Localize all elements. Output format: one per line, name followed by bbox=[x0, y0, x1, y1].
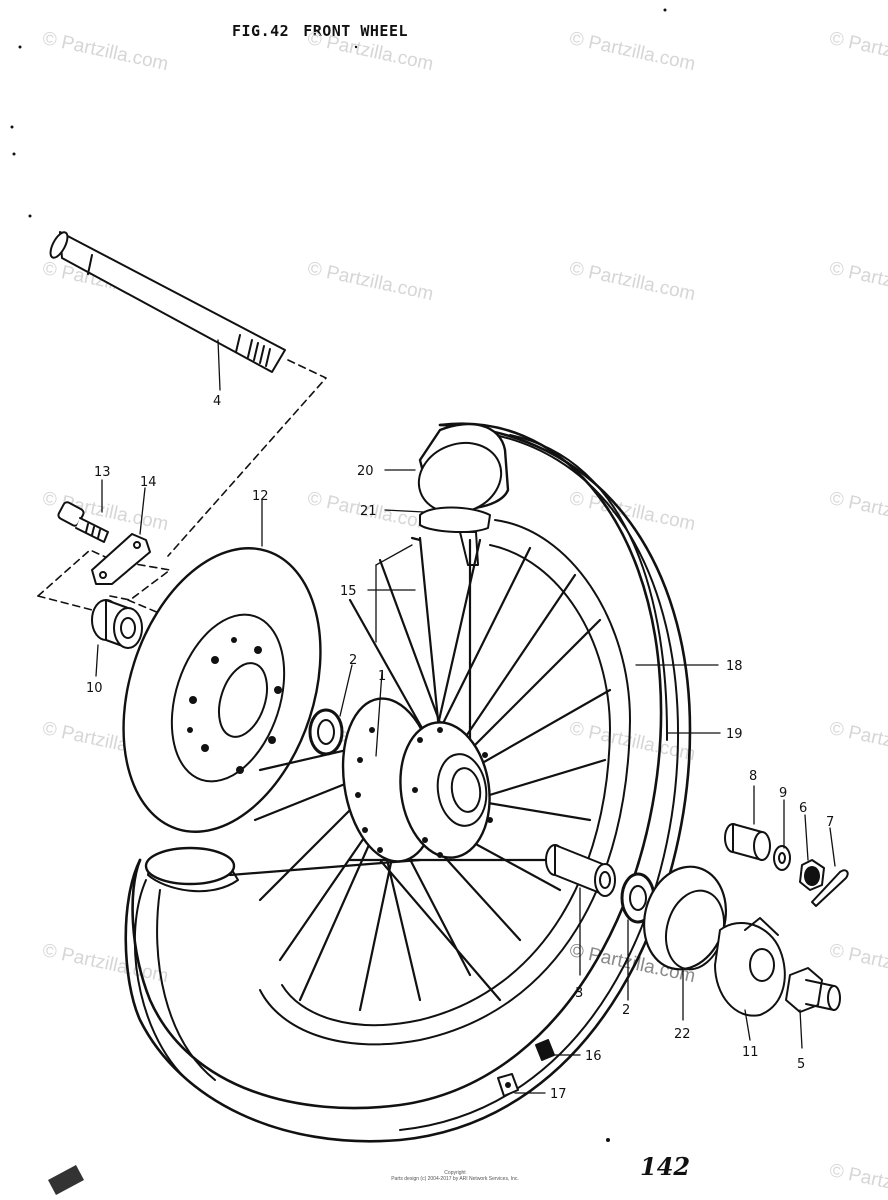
callout-14: 14 bbox=[140, 475, 157, 490]
callout-19: 19 bbox=[726, 727, 743, 742]
collar-part bbox=[724, 823, 771, 861]
castle-nut-part bbox=[799, 859, 825, 891]
figure-number: FIG.42 bbox=[232, 22, 290, 40]
callout-2-left: 2 bbox=[349, 653, 357, 668]
callout-labels: 4 13 14 10 12 20 21 15 2 1 18 19 8 9 6 7… bbox=[86, 394, 834, 1102]
callout-1: 1 bbox=[378, 669, 386, 684]
assembly-dashed-lines bbox=[37, 359, 327, 617]
callout-15: 15 bbox=[340, 584, 357, 599]
axle-nut-part bbox=[785, 967, 841, 1013]
callout-12: 12 bbox=[252, 489, 269, 504]
tire-rim-part bbox=[124, 422, 692, 1143]
callout-6: 6 bbox=[799, 801, 807, 816]
hub-part bbox=[341, 697, 493, 863]
seal-cover-part bbox=[642, 865, 728, 971]
spacer-part bbox=[91, 599, 143, 649]
figure-title: FIG.42 FRONT WHEEL bbox=[232, 22, 422, 40]
page-number: 142 bbox=[640, 1152, 691, 1181]
bolt-part bbox=[57, 501, 109, 543]
cotter-pin-part bbox=[811, 869, 849, 907]
callout-4: 4 bbox=[213, 394, 221, 409]
scan-specks bbox=[10, 8, 667, 218]
callout-3: 3 bbox=[575, 986, 583, 1001]
valve-nut-part bbox=[419, 506, 491, 566]
callout-17: 17 bbox=[550, 1087, 567, 1102]
balance-weight-b-part bbox=[497, 1073, 519, 1097]
callout-5: 5 bbox=[797, 1057, 805, 1072]
callout-20: 20 bbox=[357, 464, 374, 479]
balance-weight-a-part bbox=[535, 1039, 555, 1061]
leader-lines bbox=[95, 339, 836, 1094]
publisher-logo bbox=[48, 1165, 84, 1195]
callout-8: 8 bbox=[749, 769, 757, 784]
washer-part bbox=[773, 845, 791, 871]
callout-7: 7 bbox=[826, 815, 834, 830]
hub-spacer-part bbox=[545, 844, 616, 897]
callout-10: 10 bbox=[86, 681, 103, 696]
bearing-left-part bbox=[308, 708, 344, 756]
axle-part bbox=[49, 231, 286, 373]
lock-plate-part bbox=[91, 533, 151, 585]
callout-11: 11 bbox=[742, 1045, 759, 1060]
callout-2-right: 2 bbox=[622, 1003, 630, 1018]
brake-disc-part bbox=[122, 547, 322, 833]
figure-name: FRONT WHEEL bbox=[303, 22, 409, 40]
scan-mark bbox=[606, 1138, 610, 1142]
callout-21: 21 bbox=[360, 504, 377, 519]
copyright-line-2: Parts design (c) 2004-2017 by ARI Networ… bbox=[391, 1176, 519, 1182]
callout-18: 18 bbox=[726, 659, 743, 674]
callout-16: 16 bbox=[585, 1049, 602, 1064]
copyright-line-1: Copyright bbox=[444, 1170, 466, 1176]
valve-cap-part bbox=[417, 422, 510, 515]
callout-13: 13 bbox=[94, 465, 111, 480]
copyright-notice: Copyright Parts design (c) 2004-2017 by … bbox=[380, 1170, 530, 1182]
speedo-gearbox-part bbox=[714, 917, 786, 1017]
callout-22: 22 bbox=[674, 1027, 691, 1042]
callout-9: 9 bbox=[779, 786, 787, 801]
